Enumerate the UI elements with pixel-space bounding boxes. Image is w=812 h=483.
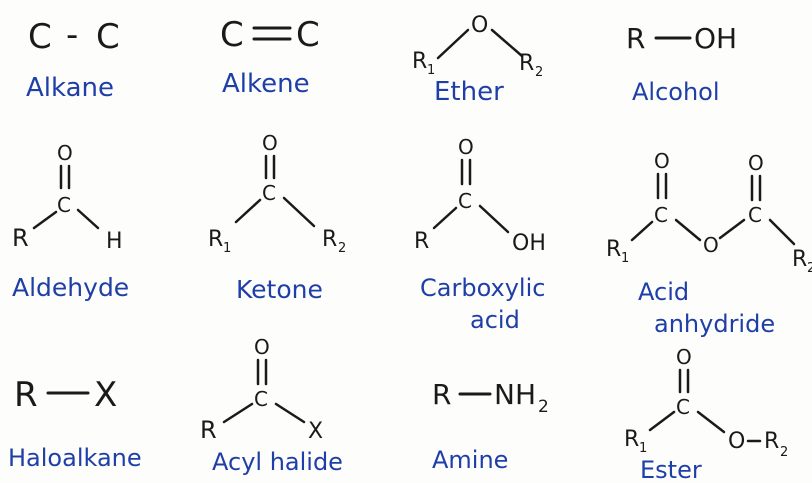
ester-r2: R [764, 429, 779, 454]
carboxylic-acid-label-line2: acid [470, 306, 520, 334]
acyl-halide-carbon: C [254, 387, 268, 411]
alcohol-oh: OH [694, 22, 737, 55]
haloalkane-structure: R X [14, 375, 117, 415]
carboxylic-acid-carbon: C [458, 189, 472, 213]
acid-anhydride-bond-bridge-left [674, 218, 702, 242]
carboxylic-acid-oh: OH [512, 231, 546, 256]
aldehyde-bond-right [76, 208, 100, 230]
aldehyde-label: Aldehyde [12, 273, 129, 302]
ester-r1-subscript: 1 [639, 441, 647, 456]
ketone-structure: O C R 1 R 2 [208, 131, 346, 256]
acid-anhydride-oxygen-right: O [748, 151, 764, 175]
amine-r: R [432, 378, 451, 411]
acyl-halide-x: X [308, 419, 323, 444]
alkane-carbon-2: C [96, 17, 120, 57]
acyl-halide-r: R [200, 416, 217, 444]
alkane-label: Alkane [26, 73, 114, 103]
aldehyde-oxygen: O [57, 141, 73, 165]
acid-anhydride-r1: R [606, 237, 621, 262]
carboxylic-acid-structure: O C R OH [414, 135, 546, 256]
aldehyde-bond-left [32, 210, 58, 230]
carboxylic-acid-bond-right [478, 204, 510, 234]
amine-label: Amine [432, 446, 508, 474]
acyl-halide-structure: O C R X [200, 335, 323, 444]
ester-oxygen: O [676, 345, 692, 369]
ester-structure: O C R 1 O R 2 [624, 345, 788, 460]
ketone-r1-subscript: 1 [223, 241, 231, 256]
ether-structure: O R 1 R 2 [412, 13, 543, 80]
ketone-label: Ketone [236, 275, 323, 304]
acyl-halide-label: Acyl halide [212, 448, 343, 476]
alkene-carbon-1: C [220, 15, 244, 55]
acid-anhydride-bond-r2 [768, 218, 796, 246]
alkene-structure: C C [220, 15, 320, 55]
acid-anhydride-bond-r1 [630, 220, 654, 242]
carboxylic-acid-label-line1: Carboxylic [420, 274, 545, 302]
acid-anhydride-label-line1: Acid [638, 278, 689, 306]
ester-bond-left [648, 410, 676, 432]
ketone-oxygen: O [262, 131, 278, 155]
acyl-halide-bond-right [274, 402, 306, 424]
ether-r1: R [412, 49, 427, 74]
acid-anhydride-carbon-left: C [654, 203, 668, 227]
haloalkane-x: X [94, 375, 117, 415]
ketone-bond-left [234, 198, 262, 224]
ether-bond-right [490, 28, 524, 58]
alkane-carbon-1: C [28, 17, 52, 57]
ether-label: Ether [434, 77, 504, 107]
ketone-r1: R [208, 227, 223, 252]
acid-anhydride-r2-subscript: 2 [807, 261, 812, 276]
amine-nh: NH [494, 378, 536, 411]
amine-structure: R NH 2 [432, 378, 549, 417]
ester-bond-right [696, 410, 726, 434]
alcohol-r: R [626, 22, 645, 55]
acid-anhydride-carbon-right: C [748, 203, 762, 227]
alkane-bond: - [66, 15, 78, 55]
acid-anhydride-bond-bridge-right [718, 218, 746, 240]
acyl-halide-oxygen: O [254, 335, 270, 359]
alcohol-structure: R OH [626, 22, 737, 55]
ether-r1-subscript: 1 [427, 63, 435, 78]
alcohol-label: Alcohol [632, 78, 720, 106]
ester-r2-subscript: 2 [780, 445, 788, 460]
aldehyde-h: H [106, 229, 123, 254]
acid-anhydride-oxygen-left: O [654, 149, 670, 173]
aldehyde-carbon: C [57, 193, 71, 217]
carboxylic-acid-bond-left [432, 206, 458, 230]
aldehyde-structure: O C R H [12, 141, 123, 254]
ketone-r2: R [322, 227, 337, 252]
ether-r2: R [519, 51, 534, 76]
ester-oxygen-bridge: O [728, 429, 745, 454]
ether-oxygen: O [471, 13, 488, 38]
acyl-halide-bond-left [222, 402, 254, 424]
ketone-r2-subscript: 2 [338, 241, 346, 256]
carboxylic-acid-r: R [414, 229, 429, 254]
ester-carbon: C [676, 395, 690, 419]
acid-anhydride-structure: O C O O C R 1 R 2 [606, 149, 812, 276]
carboxylic-acid-oxygen: O [458, 135, 474, 159]
ester-label: Ester [640, 456, 702, 483]
haloalkane-label: Haloalkane [8, 444, 142, 472]
alkene-label: Alkene [222, 69, 310, 99]
alkene-carbon-2: C [296, 15, 320, 55]
ketone-carbon: C [262, 181, 276, 205]
acid-anhydride-oxygen-bridge: O [703, 233, 719, 257]
acid-anhydride-r2: R [792, 247, 807, 272]
acid-anhydride-r1-subscript: 1 [621, 251, 629, 266]
ketone-bond-right [282, 196, 316, 228]
aldehyde-r: R [12, 224, 29, 252]
ether-bond-left [436, 28, 470, 60]
ether-r2-subscript: 2 [535, 65, 543, 80]
amine-nh-subscript: 2 [538, 397, 549, 417]
ester-r1: R [624, 427, 639, 452]
haloalkane-r: R [14, 375, 38, 415]
alkane-structure: C - C [28, 15, 120, 57]
acid-anhydride-label-line2: anhydride [654, 310, 775, 338]
